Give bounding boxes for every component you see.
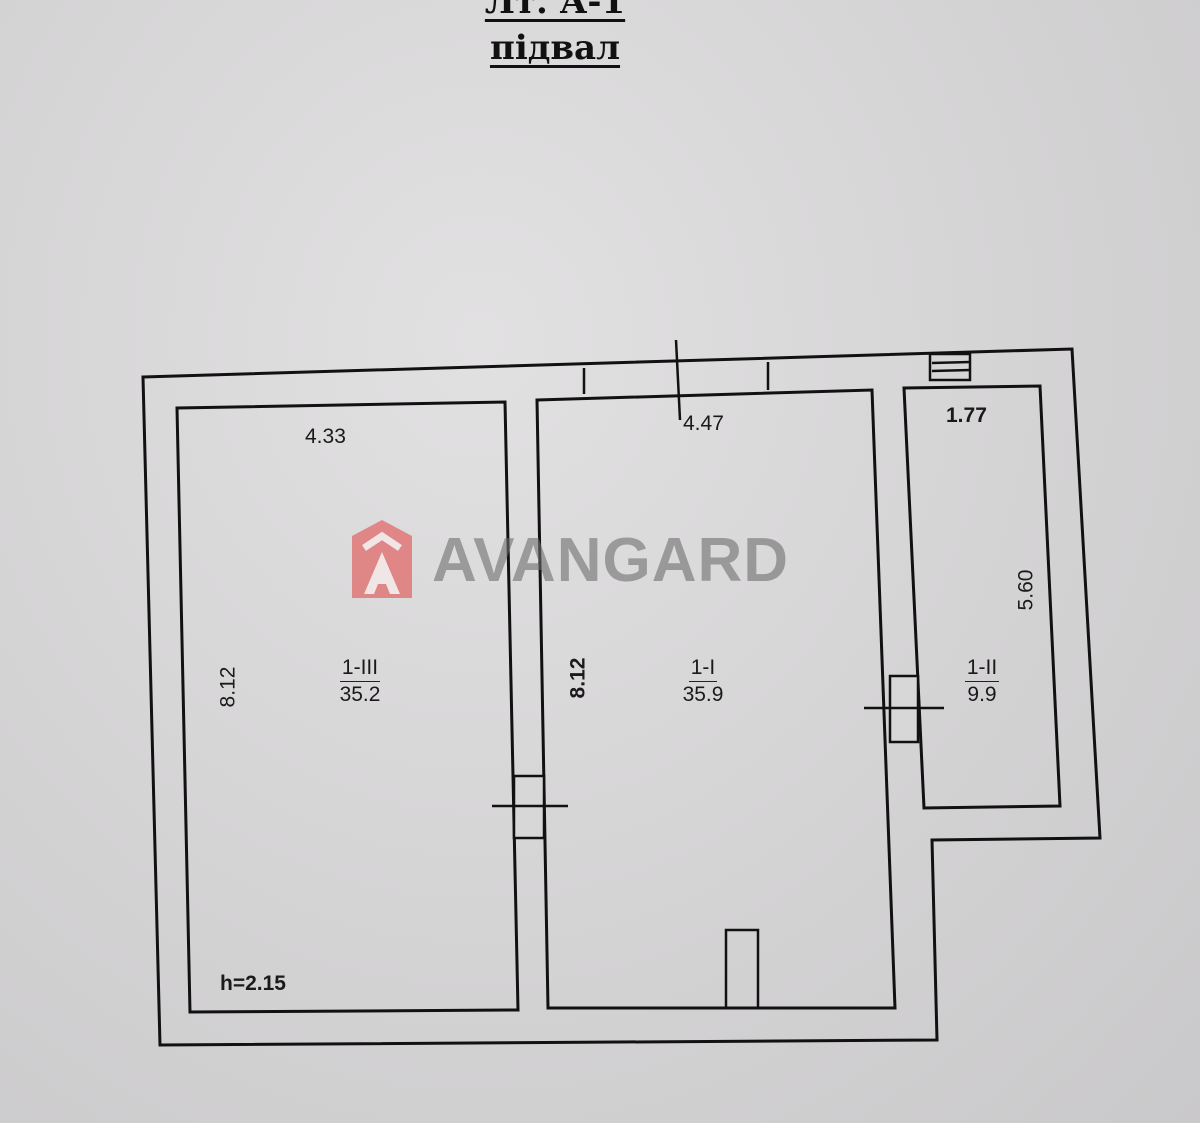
building-label: Лт. А-1 (484, 0, 626, 22)
watermark: AVANGARD (350, 518, 789, 602)
room-area: 9.9 (967, 683, 997, 706)
watermark-text: AVANGARD (432, 525, 790, 595)
room-id: 1-I (688, 655, 718, 682)
floor-label: підвал (489, 28, 621, 68)
room-id: 1-II (964, 655, 1000, 682)
room-1-I-label: 1-I 35.9 (668, 655, 738, 708)
ceiling-height: h=2.15 (220, 972, 286, 995)
room-area: 35.2 (339, 683, 381, 706)
room-1-III-width: 4.33 (305, 425, 346, 448)
room-1-III-length: 8.12 (216, 666, 240, 708)
column (724, 928, 760, 1010)
vent (928, 352, 972, 382)
room-1-II-length: 5.60 (1014, 569, 1038, 611)
room-1-III-outline (175, 400, 520, 1014)
outer-wall (141, 347, 1102, 1047)
room-id: 1-III (339, 655, 381, 682)
room-1-I-width: 4.47 (683, 412, 724, 435)
room-1-II-width: 1.77 (946, 404, 987, 427)
room-1-II-outline (902, 384, 1062, 810)
room-1-III-label: 1-III 35.2 (325, 655, 395, 708)
room-area: 35.9 (682, 683, 724, 706)
room-1-II-label: 1-II 9.9 (952, 655, 1012, 708)
logo-icon (352, 520, 412, 598)
window-axis (674, 339, 682, 421)
room-1-I-length: 8.12 (566, 657, 590, 699)
